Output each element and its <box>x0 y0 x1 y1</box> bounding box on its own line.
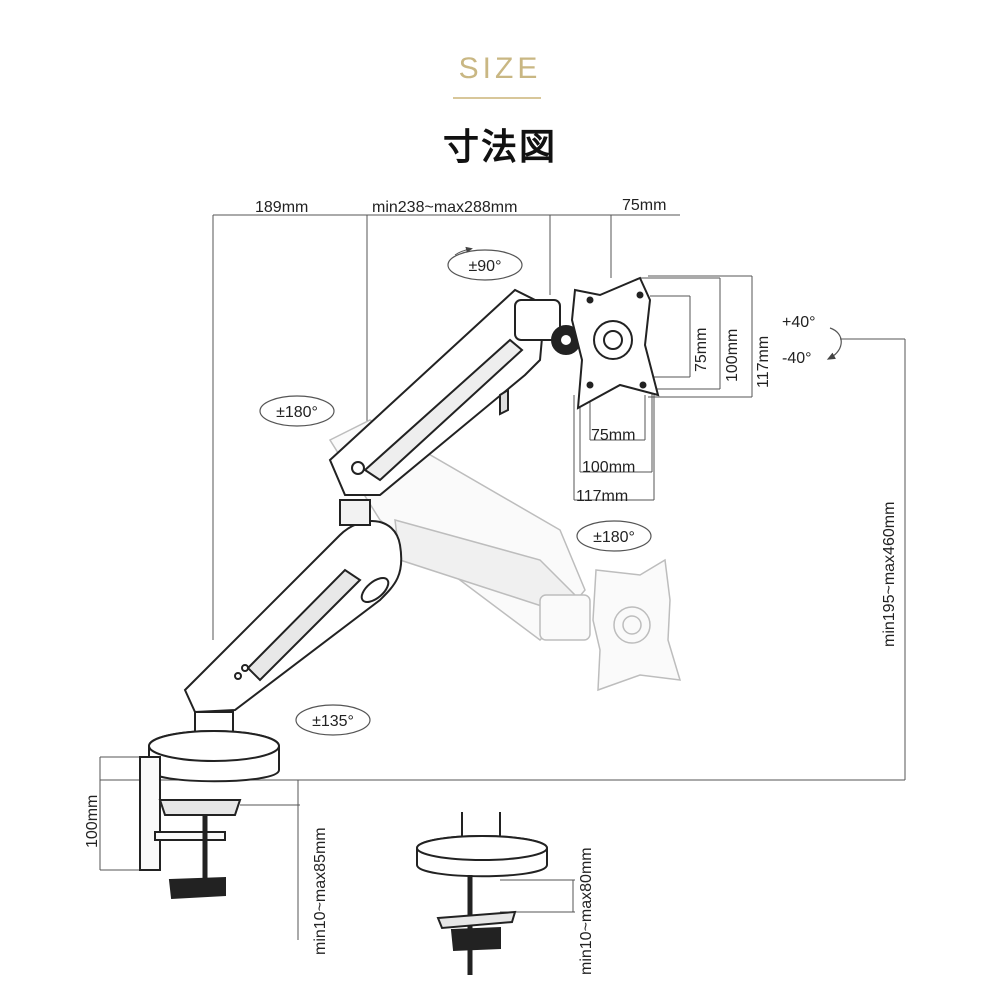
dim-arm-reach: min238~max288mm <box>372 199 517 216</box>
desk-base <box>139 711 280 900</box>
tilt-up-label: +40° <box>782 314 816 331</box>
dim-height-range: min195~max460mm <box>881 502 898 647</box>
dimension-lines <box>99 214 906 940</box>
vesa-plate <box>570 276 660 410</box>
rotation-monitor: ±180° <box>576 520 652 552</box>
rotation-label-base: ±135° <box>312 713 354 730</box>
dim-arm-offset: 189mm <box>255 199 308 216</box>
lower-arm <box>183 499 403 714</box>
rotation-label-upper: ±180° <box>276 404 318 421</box>
title-underline <box>453 97 541 99</box>
tilt-down-label: -40° <box>782 350 812 367</box>
title-en: SIZE <box>458 52 542 85</box>
rotation-tilt: +40° -40° <box>782 314 842 367</box>
dim-grommet-range: min10~max80mm <box>578 847 595 975</box>
upper-arm <box>328 288 581 496</box>
dim-vesa-h-75: 75mm <box>693 328 710 372</box>
dim-vesa-v-117: 117mm <box>576 488 628 505</box>
rotation-label-head: ±90° <box>469 258 502 275</box>
rotation-label-monitor: ±180° <box>593 529 635 546</box>
dim-vesa-v-100: 100mm <box>582 459 635 476</box>
dim-clamp-range: min10~max85mm <box>312 827 329 955</box>
rotation-head-swivel: ±90° <box>447 246 523 281</box>
dim-vesa-h-100: 100mm <box>724 329 741 382</box>
dim-clamp-height: 100mm <box>84 795 101 848</box>
rotation-upper-arm: ±180° <box>259 395 335 427</box>
grommet-mount <box>416 812 548 975</box>
dim-vesa-h-117: 117mm <box>755 336 772 388</box>
dim-head-offset: 75mm <box>622 197 666 214</box>
title-jp: 寸法図 <box>442 127 557 168</box>
rotation-base: ±135° <box>295 704 371 736</box>
dim-vesa-v-75: 75mm <box>591 427 635 444</box>
